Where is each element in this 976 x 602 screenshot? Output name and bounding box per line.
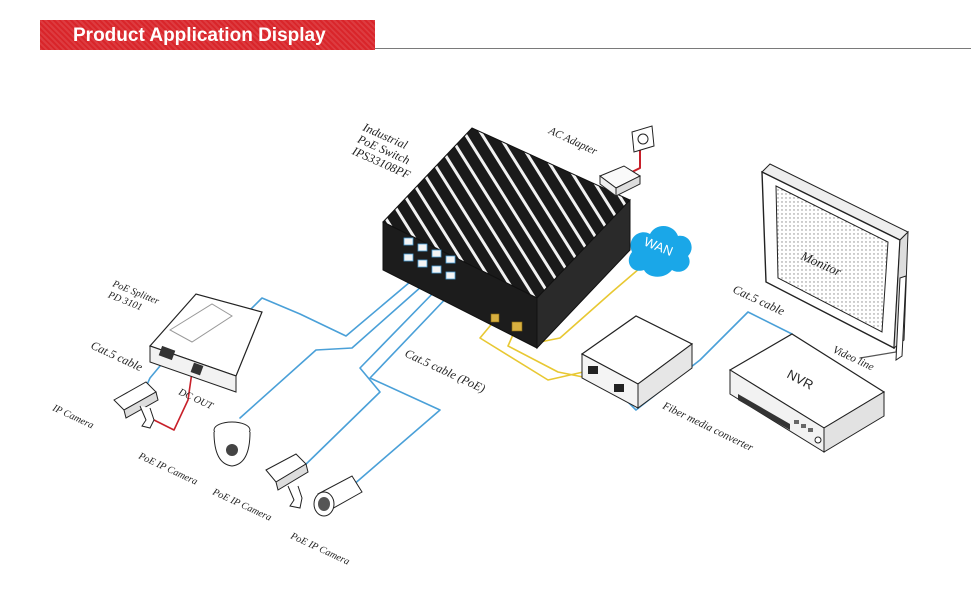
poe-ip-camera-label-3: PoE IP Camera <box>288 530 351 567</box>
header-bar: Product Application Display <box>40 20 375 50</box>
fiber-media-converter <box>580 315 694 409</box>
cat5-poe-cable-label: Cat.5 cable (PoE) <box>403 346 488 395</box>
poe-switch <box>382 127 631 350</box>
sfp-ports <box>490 313 523 332</box>
fiber-converter-label: Fiber media converter <box>660 399 756 454</box>
ac-adapter <box>599 165 642 197</box>
wan-cloud <box>628 225 692 277</box>
dome-camera <box>213 421 251 467</box>
cat5-cable-label-left: Cat.5 cable <box>89 338 146 374</box>
poe-ip-camera-label-2: PoE IP Camera <box>210 486 273 523</box>
wan-cable <box>529 267 641 345</box>
monitor <box>761 163 909 361</box>
header-divider <box>375 48 971 49</box>
cables <box>139 147 901 487</box>
cable-to-dome-camera <box>239 285 423 419</box>
page-title: Product Application Display <box>73 25 326 46</box>
nvr <box>728 333 886 453</box>
rj45-ports <box>403 237 456 280</box>
fiber-cable-2 <box>507 329 599 381</box>
ip-camera <box>113 381 159 429</box>
cable-to-bullet-camera <box>351 291 453 487</box>
ip-camera-label: IP Camera <box>50 402 95 431</box>
power-outlet <box>631 125 655 153</box>
dc-out-label: DC OUT <box>176 386 216 412</box>
cable-to-splitter <box>249 281 411 337</box>
ac-adapter-label: AC Adapter <box>546 124 600 158</box>
bullet-camera <box>313 475 363 517</box>
poe-ip-camera-label-1: PoE IP Camera <box>136 450 199 487</box>
box-camera <box>265 453 309 509</box>
poe-splitter <box>148 293 263 393</box>
dc-out-cable <box>149 371 193 431</box>
cable-to-box-camera <box>299 289 437 471</box>
ac-power-cable <box>631 147 641 173</box>
